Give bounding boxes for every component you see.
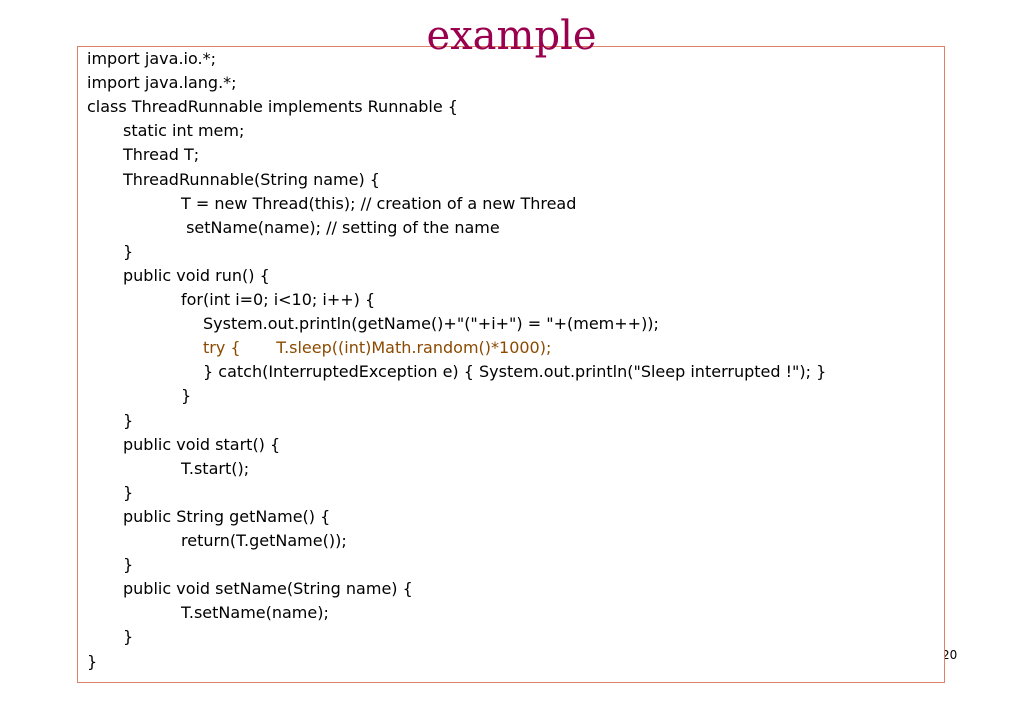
code-line: for(int i=0; i<10; i++) { bbox=[181, 290, 376, 309]
code-line: } bbox=[87, 651, 98, 671]
code-line: static int mem; bbox=[123, 121, 245, 141]
code-line: } bbox=[123, 627, 134, 647]
code-listing: import java.io.*; import java.lang.*; clas… bbox=[77, 46, 945, 683]
code-line: return(T.getName()); bbox=[181, 531, 347, 550]
code-line: import java.io.*; bbox=[87, 49, 216, 68]
code-line: Thread T; bbox=[123, 145, 200, 165]
code-line: } bbox=[123, 482, 134, 502]
code-line: public void run() { bbox=[123, 265, 270, 285]
code-line: setName(name); // setting of the name bbox=[181, 217, 500, 237]
code-line: } bbox=[123, 555, 134, 575]
code-line: try { T.sleep((int)Math.random()*1000); bbox=[203, 338, 552, 358]
code-line: T.start(); bbox=[181, 458, 250, 478]
slide-title: example bbox=[426, 13, 597, 59]
code-line: T.setName(name); bbox=[181, 603, 329, 623]
code-line: T = new Thread(this); // creation of a n… bbox=[181, 193, 577, 213]
code-line: } catch(InterruptedException e) { System… bbox=[203, 362, 827, 382]
page-number: 20 bbox=[942, 648, 958, 662]
code-line: import java.lang.*; bbox=[87, 73, 237, 93]
code-line: } bbox=[181, 386, 192, 406]
code-line: System.out.println(getName()+"("+i+") = … bbox=[203, 314, 659, 334]
code-line: public void setName(String name) { bbox=[123, 579, 413, 599]
code-line: public void start() { bbox=[123, 434, 281, 454]
code-line: public String getName() { bbox=[123, 506, 331, 526]
code-line: } bbox=[123, 410, 134, 430]
code-line: } bbox=[123, 241, 134, 261]
code-line: class ThreadRunnable implements Runnable… bbox=[87, 97, 458, 117]
code-line: ThreadRunnable(String name) { bbox=[123, 169, 380, 189]
